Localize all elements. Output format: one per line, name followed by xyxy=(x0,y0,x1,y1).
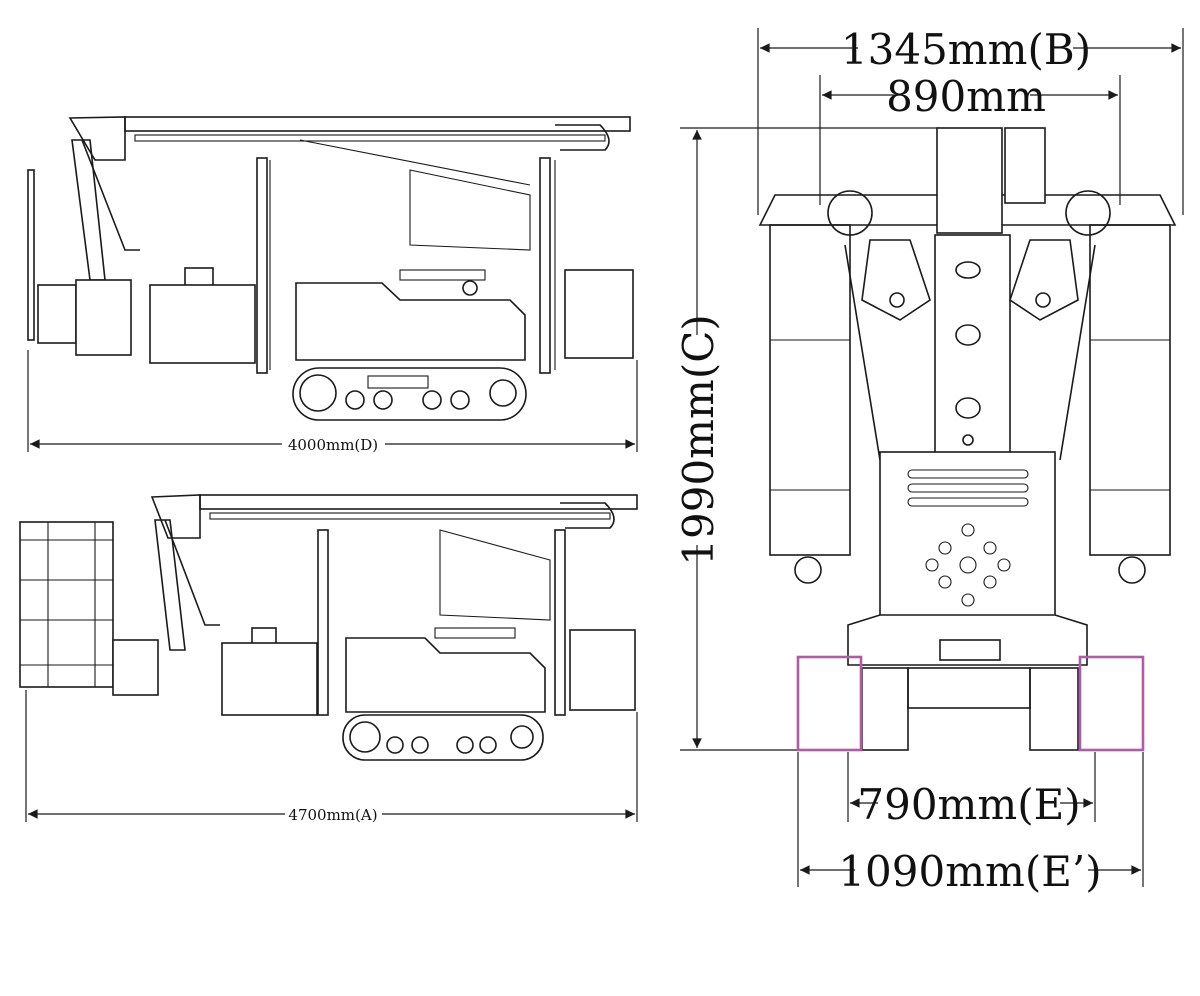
dim-width-inner: 890mm xyxy=(886,72,1046,121)
front-view: 1345mm(B) 890mm 1990mm(C) xyxy=(674,25,1184,896)
dim-track-width: 790mm(E) xyxy=(857,780,1080,829)
fan-grille xyxy=(925,523,1011,607)
dim-width-outriggers: 1345mm(B) xyxy=(841,25,1091,74)
track-highlight-right xyxy=(1078,655,1145,752)
dim-height: 1990mm(C) xyxy=(674,314,723,565)
side-view-platform: 4700mm(A) xyxy=(19,494,638,824)
dim-length-platform: 4700mm(A) xyxy=(288,806,377,824)
dim-length-stowed: 4000mm(D) xyxy=(288,436,378,454)
track-highlight-left xyxy=(796,655,863,752)
side-view-stowed: 4000mm(D) xyxy=(27,116,638,454)
dim-track-width-extended: 1090mm(E’) xyxy=(838,847,1101,896)
